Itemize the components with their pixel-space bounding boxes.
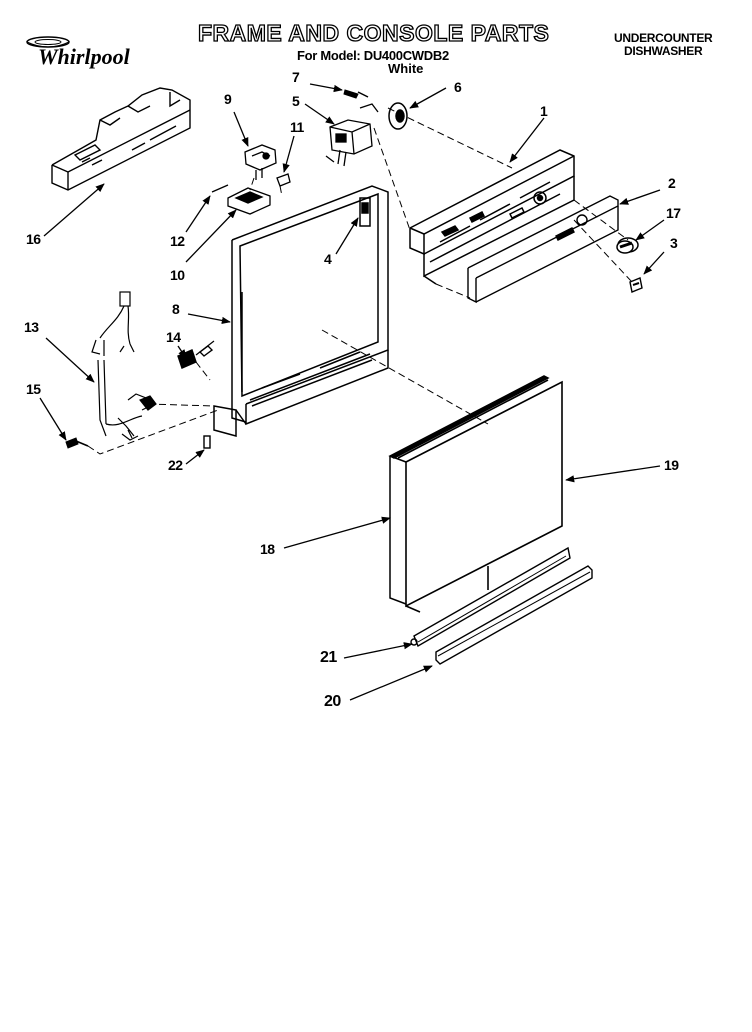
part-5-timer (325, 103, 379, 167)
callout-16[interactable]: 16 (26, 231, 41, 247)
assembly-guide-lines (87, 107, 633, 455)
callout-8[interactable]: 8 (172, 301, 180, 317)
page-title: FRAME AND CONSOLE PARTS (197, 19, 550, 46)
callout-12[interactable]: 12 (170, 233, 185, 249)
callout-10[interactable]: 10 (170, 267, 185, 283)
callout-3[interactable]: 3 (670, 235, 678, 251)
callout-22[interactable]: 22 (168, 457, 183, 473)
callout-7[interactable]: 7 (292, 69, 300, 85)
brand-name: Whirlpool (38, 44, 130, 69)
callout-leaders (39, 83, 665, 701)
callout-17[interactable]: 17 (666, 205, 681, 221)
callout-20[interactable]: 20 (324, 693, 341, 710)
model-number: For Model: DU400CWDB2 (297, 48, 449, 63)
product-type-line2: DISHWASHER (624, 44, 703, 58)
part-11-clip (276, 173, 291, 187)
part-1-console-panel (409, 149, 575, 285)
callout-5[interactable]: 5 (292, 93, 300, 109)
callout-6[interactable]: 6 (454, 79, 462, 95)
callout-1[interactable]: 1 (540, 103, 548, 119)
callout-9[interactable]: 9 (224, 91, 232, 107)
callout-14[interactable]: 14 (166, 329, 181, 345)
part-9-switch (244, 144, 277, 180)
callout-2[interactable]: 2 (668, 175, 676, 191)
part-10-bracket (227, 187, 271, 215)
callout-21[interactable]: 21 (320, 649, 337, 666)
part-21-trim (410, 546, 571, 648)
callout-15[interactable]: 15 (26, 381, 41, 397)
part-20-bottom-trim (435, 565, 593, 665)
part-19-door-panel (397, 379, 563, 613)
callout-18[interactable]: 18 (260, 541, 275, 557)
part-18-door-insulation (388, 375, 550, 605)
part-8-door-frame (213, 185, 389, 437)
part-15-screw (65, 437, 89, 449)
part-12-spring (211, 184, 229, 193)
callout-19[interactable]: 19 (664, 457, 679, 473)
whirlpool-logo-icon (26, 36, 70, 48)
part-16-console-cover (51, 87, 191, 191)
part-7-screw (343, 89, 369, 99)
part-13-wire-harness (91, 291, 157, 441)
callout-13[interactable]: 13 (24, 319, 39, 335)
part-2-control-overlay (467, 195, 619, 304)
model-color: White (388, 61, 424, 76)
part-3-button (629, 277, 643, 293)
part-17-knob (616, 237, 639, 254)
product-type-line1: UNDERCOUNTER (614, 31, 713, 45)
callout-11[interactable]: 11 (290, 119, 304, 135)
part-22-clip (203, 435, 211, 449)
callout-4[interactable]: 4 (324, 251, 332, 267)
part-6-knob (388, 102, 408, 130)
